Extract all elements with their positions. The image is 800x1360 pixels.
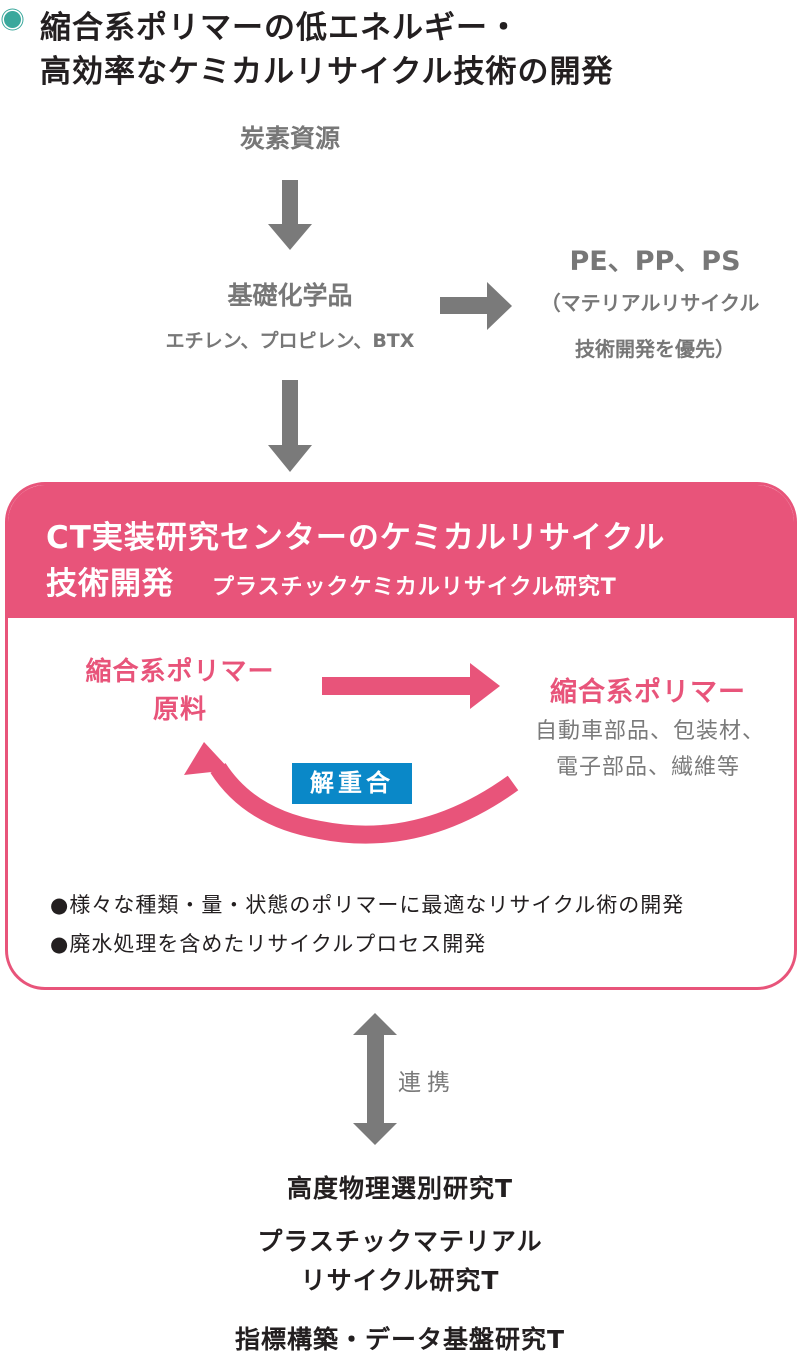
team-material-recycle-line-2: リサイクル研究T (300, 1266, 500, 1295)
product-examples-line-2: 電子部品、繊維等 (555, 755, 741, 780)
depolymerization-badge: 解重合 (292, 763, 412, 804)
collaboration-label: 連携 (398, 1070, 456, 1096)
title-line-1: 縮合系ポリマーの低エネルギー・ (40, 10, 520, 46)
panel-point-1: ●様々な種類・量・状態のポリマーに最適なリサイクル術の開発 (50, 893, 685, 917)
depolymerization-curved-arrow-icon (184, 742, 519, 844)
team-material-recycle-line-1: プラスチックマテリアル (257, 1227, 543, 1256)
material-recycle-note-line-2: 技術開発を優先） (575, 337, 735, 361)
raw-material-label-line-2: 原料 (152, 695, 208, 725)
product-examples-line-1: 自動車部品、包装材、 (534, 719, 766, 744)
team-physical-sorting: 高度物理選別研究T (286, 1174, 514, 1203)
basic-chemicals-examples: エチレン、プロピレン、BTX (165, 330, 415, 352)
polymerization-arrow-icon (322, 663, 500, 709)
team-data-platform: 指標構築・データ基盤研究T (234, 1325, 566, 1354)
title-line-2: 高効率なケミカルリサイクル技術の開発 (40, 54, 614, 90)
panel-title-line-2: 技術開発 プラスチックケミカルリサイクル研究T (46, 558, 617, 603)
raw-material-label-line-1: 縮合系ポリマー (85, 657, 275, 687)
polymer-product-label: 縮合系ポリマー (550, 677, 746, 708)
panel-point-2: ●廃水処理を含めたリサイクルプロセス開発 (50, 932, 487, 956)
material-recycle-note-line-1: （マテリアルリサイクル (540, 291, 760, 315)
polyolefin-label: PE、PP、PS (569, 246, 741, 277)
panel-header (8, 485, 794, 618)
panel-title-line-1: CT実装研究センターのケミカルリサイクル (46, 520, 666, 556)
basic-chemicals-label: 基礎化学品 (227, 281, 353, 310)
down-arrow-icon (268, 380, 312, 472)
double-headed-arrow-icon (353, 1013, 397, 1145)
teal-circle-bullet-icon (4, 11, 21, 28)
panel-title-main: 技術開発 (46, 566, 174, 602)
right-arrow-icon (440, 282, 512, 330)
panel-team-name: プラスチックケミカルリサイクル研究T (212, 575, 617, 600)
down-arrow-icon (268, 180, 312, 250)
carbon-resource-label: 炭素資源 (239, 124, 341, 153)
ct-research-center-panel (5, 482, 797, 990)
